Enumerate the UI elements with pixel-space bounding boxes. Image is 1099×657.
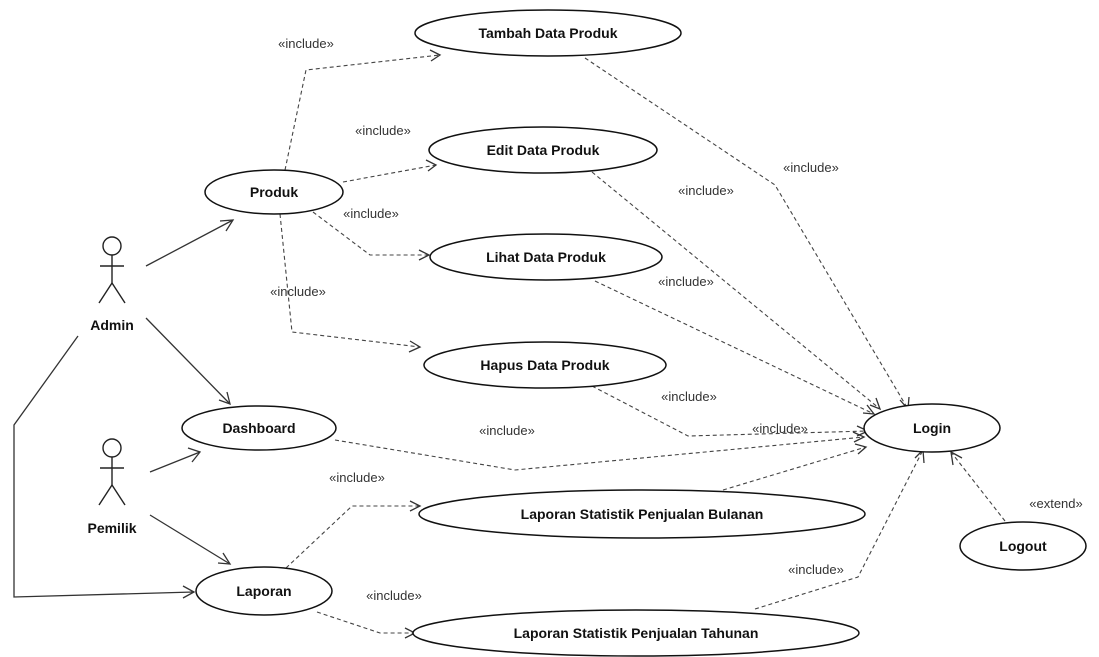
use-case-produk-shape bbox=[204, 169, 344, 215]
dep-laporan-tahunan bbox=[316, 611, 415, 634]
assoc-admin-laporan bbox=[13, 335, 195, 598]
use-case-laporan-tahunan: Laporan Statistik Penjualan Tahunan bbox=[412, 609, 860, 657]
use-case-edit-shape bbox=[428, 126, 658, 174]
use-case-hapus-label: Hapus Data Produk bbox=[480, 357, 609, 373]
use-case-dashboard-label: Dashboard bbox=[222, 420, 295, 436]
use-case-logout-shape bbox=[959, 521, 1087, 571]
use-case-tambah-shape bbox=[414, 9, 682, 57]
assoc-admin-produk bbox=[145, 219, 234, 267]
use-case-laporan-shape bbox=[195, 566, 333, 616]
arrowhead-admin-produk bbox=[219, 219, 235, 232]
stereotype-include: «include» bbox=[270, 284, 326, 299]
dep-produk-lihat bbox=[312, 211, 429, 256]
use-case-lihat-shape bbox=[429, 233, 663, 281]
stereotype-include: «include» bbox=[278, 36, 334, 51]
stereotype-include: «include» bbox=[329, 470, 385, 485]
assoc-pemilik-dashboard bbox=[149, 451, 201, 473]
arrowhead-laporan-bulanan bbox=[409, 500, 422, 512]
dep-produk-hapus bbox=[279, 213, 421, 348]
stereotype-include: «include» bbox=[366, 588, 422, 603]
arrowhead-produk-hapus bbox=[408, 340, 422, 353]
use-case-login: Login bbox=[863, 403, 1001, 453]
arrowhead-admin-laporan bbox=[182, 585, 196, 599]
actor-admin-head bbox=[102, 236, 122, 256]
use-case-hapus: Hapus Data Produk bbox=[423, 341, 667, 389]
dep-produk-edit bbox=[342, 164, 437, 183]
arrowhead-admin-dashboard bbox=[218, 391, 231, 406]
actor-admin-label: Admin bbox=[90, 317, 134, 333]
actor-pemilik-leg-left bbox=[98, 484, 113, 506]
arrowhead-logout-login bbox=[950, 450, 963, 466]
assoc-admin-dashboard bbox=[145, 317, 231, 405]
dep-lihat-login bbox=[594, 280, 875, 415]
actor-pemilik-leg-right bbox=[111, 484, 126, 506]
actor-pemilik-label: Pemilik bbox=[87, 520, 136, 536]
actor-admin-leg-right bbox=[111, 282, 126, 304]
assoc-pemilik-laporan bbox=[149, 514, 231, 565]
use-case-laporan-label: Laporan bbox=[236, 583, 291, 599]
use-case-login-label: Login bbox=[913, 420, 951, 436]
stereotype-extend: «extend» bbox=[1029, 496, 1083, 511]
use-case-produk-label: Produk bbox=[250, 184, 298, 200]
actor-admin-leg-left bbox=[98, 282, 113, 304]
arrowhead-edit-login bbox=[869, 397, 882, 411]
use-case-logout-label: Logout bbox=[999, 538, 1047, 554]
dep-produk-tambah bbox=[284, 54, 441, 171]
use-case-laporan-bulanan-label: Laporan Statistik Penjualan Bulanan bbox=[521, 506, 764, 522]
use-case-laporan-tahunan-shape bbox=[412, 609, 860, 657]
use-case-edit-label: Edit Data Produk bbox=[487, 142, 600, 158]
dep-bulanan-login bbox=[722, 446, 867, 491]
use-case-produk: Produk bbox=[204, 169, 344, 215]
use-case-dashboard: Dashboard bbox=[181, 405, 337, 451]
arrowhead-dashboard-login bbox=[852, 431, 866, 443]
dep-tambah-login bbox=[584, 57, 909, 410]
stereotype-include: «include» bbox=[479, 423, 535, 438]
dep-dashboard-login bbox=[334, 436, 865, 471]
stereotype-include: «include» bbox=[783, 160, 839, 175]
stereotype-include: «include» bbox=[752, 421, 808, 436]
use-case-logout: Logout bbox=[959, 521, 1087, 571]
use-case-login-shape bbox=[863, 403, 1001, 453]
stereotype-include: «include» bbox=[658, 274, 714, 289]
dep-edit-login bbox=[591, 171, 881, 410]
dep-hapus-login bbox=[591, 385, 869, 437]
dep-tahunan-login bbox=[754, 449, 924, 610]
use-case-dashboard-shape bbox=[181, 405, 337, 451]
stereotype-include: «include» bbox=[678, 183, 734, 198]
use-case-laporan: Laporan bbox=[195, 566, 333, 616]
stereotype-include: «include» bbox=[788, 562, 844, 577]
use-case-tambah: Tambah Data Produk bbox=[414, 9, 682, 57]
arrowhead-produk-lihat bbox=[418, 249, 431, 261]
dep-logout-login bbox=[950, 451, 1006, 522]
use-case-laporan-bulanan: Laporan Statistik Penjualan Bulanan bbox=[418, 489, 866, 539]
use-case-laporan-bulanan-shape bbox=[418, 489, 866, 539]
arrowhead-produk-tambah bbox=[429, 49, 442, 62]
dep-laporan-bulanan bbox=[285, 505, 420, 569]
arrowhead-pemilik-dashboard bbox=[187, 447, 202, 463]
stereotype-include: «include» bbox=[355, 123, 411, 138]
arrowhead-produk-edit bbox=[425, 159, 438, 172]
use-case-tambah-label: Tambah Data Produk bbox=[479, 25, 618, 41]
use-case-laporan-tahunan-label: Laporan Statistik Penjualan Tahunan bbox=[514, 625, 759, 641]
use-case-hapus-shape bbox=[423, 341, 667, 389]
use-case-lihat: Lihat Data Produk bbox=[429, 233, 663, 281]
arrowhead-lihat-login bbox=[862, 404, 876, 415]
arrowhead-bulanan-login bbox=[854, 443, 868, 455]
actor-pemilik-head bbox=[102, 438, 122, 458]
use-case-lihat-label: Lihat Data Produk bbox=[486, 249, 606, 265]
use-case-edit: Edit Data Produk bbox=[428, 126, 658, 174]
stereotype-include: «include» bbox=[343, 206, 399, 221]
stereotype-include: «include» bbox=[661, 389, 717, 404]
actor-pemilik: Pemilik bbox=[87, 438, 137, 536]
actor-admin: Admin bbox=[90, 236, 134, 333]
arrowhead-pemilik-laporan bbox=[217, 552, 232, 565]
